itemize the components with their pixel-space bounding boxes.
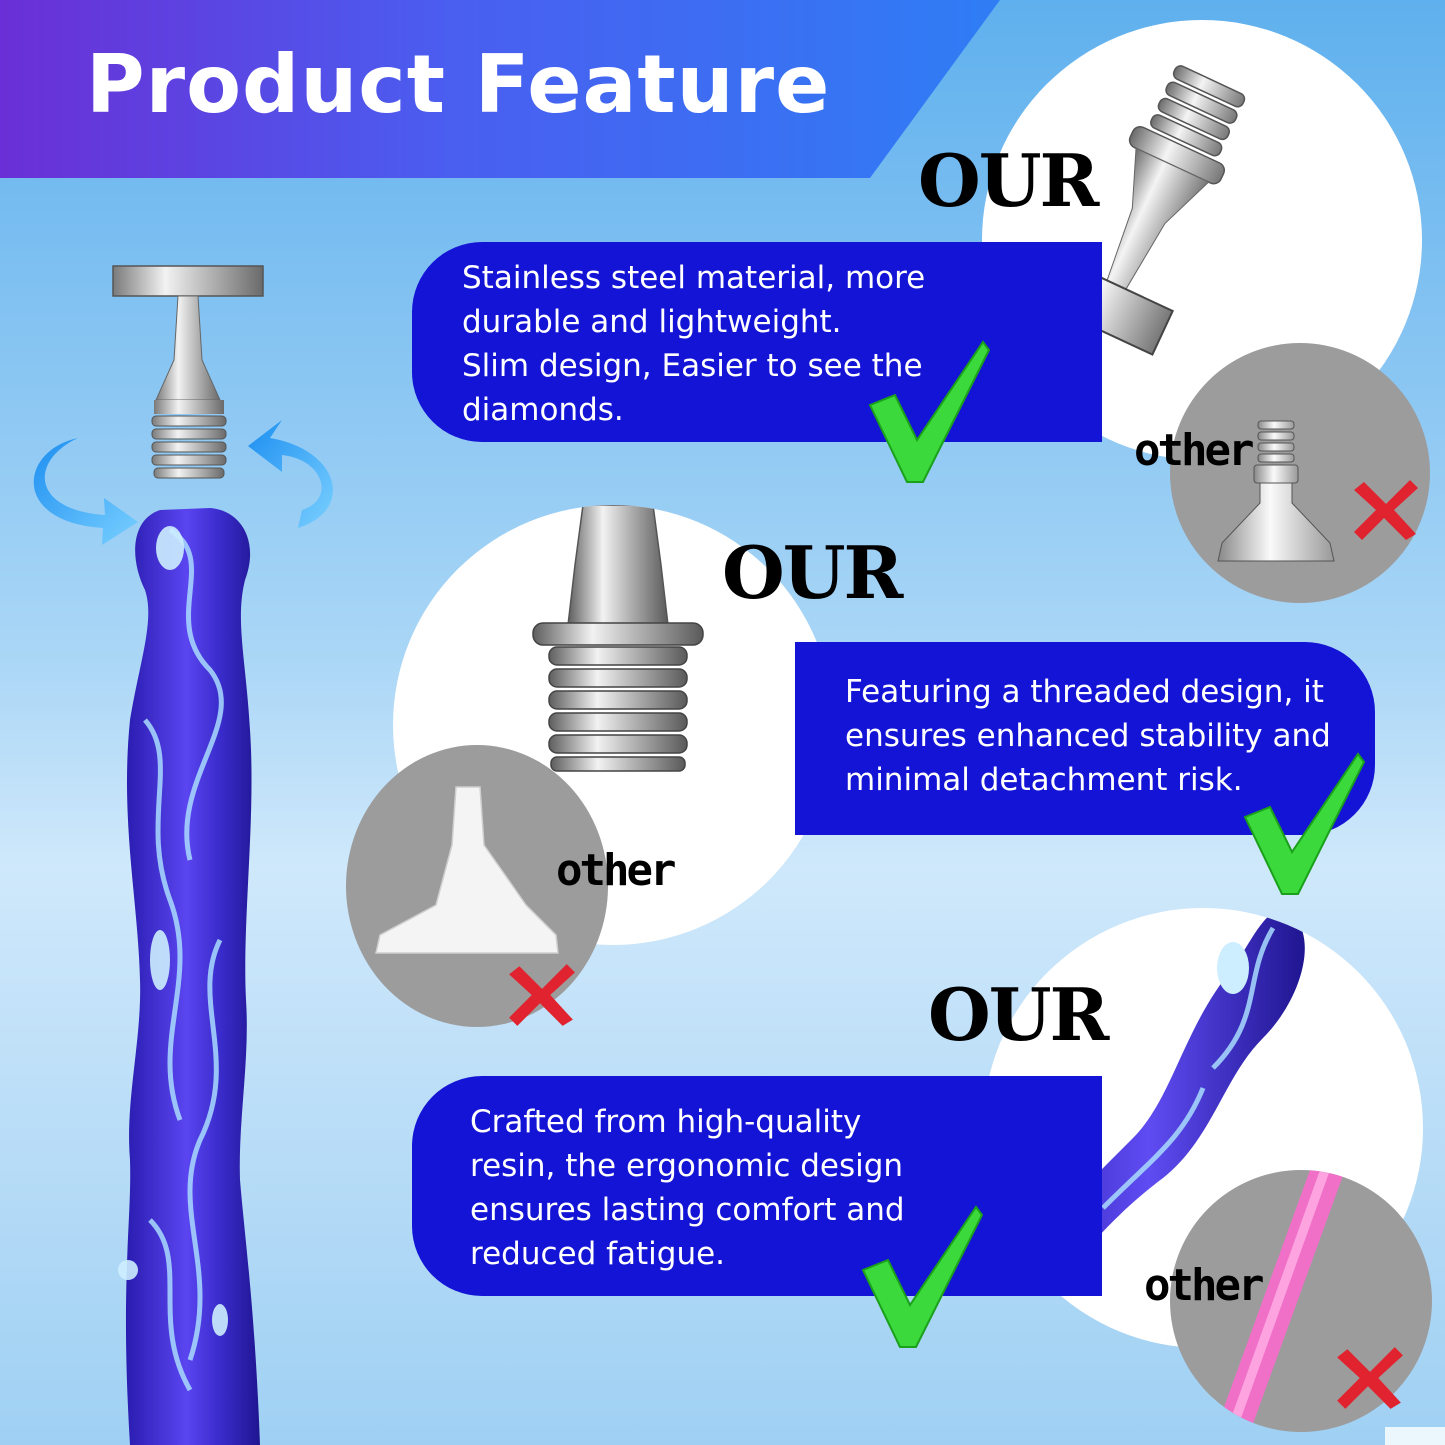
other-handle-circle — [1170, 1170, 1432, 1432]
feature-box-threaded: Featuring a threaded design, it ensures … — [795, 642, 1375, 835]
rotate-arrow-icon — [33, 420, 333, 545]
feature-text-line: durable and lightweight. — [462, 304, 842, 340]
pen-illustration — [20, 260, 360, 1445]
watermark — [1385, 1427, 1445, 1445]
feature-text-line: ensures enhanced stability and — [845, 718, 1331, 754]
other-label: other — [556, 845, 676, 896]
our-label: OUR — [722, 530, 903, 615]
feature-text-line: Stainless steel material, more — [462, 260, 926, 296]
feature-text-line: diamonds. — [462, 392, 624, 428]
diamond-pen-image — [33, 265, 333, 1445]
check-icon — [1243, 752, 1365, 895]
page-title: Product Feature — [86, 38, 831, 131]
feature-text-line: Slim design, Easier to see the — [462, 348, 923, 384]
check-icon — [861, 1205, 983, 1348]
other-label: other — [1144, 1260, 1264, 1311]
feature-text-line: minimal detachment risk. — [845, 762, 1243, 798]
other-label: other — [1134, 425, 1254, 476]
feature-box-stainless: Stainless steel material, more durable a… — [412, 242, 1102, 442]
cross-icon — [1337, 1347, 1403, 1409]
other-tip-image — [1217, 420, 1335, 562]
other-tip-circle — [1170, 343, 1430, 603]
feature-text-line: resin, the ergonomic design — [470, 1148, 904, 1184]
header-banner — [0, 0, 1000, 178]
threaded-connector-image — [532, 505, 704, 772]
feature-text-line: Featuring a threaded design, it — [845, 674, 1324, 710]
feature-text-line: reduced fatigue. — [470, 1236, 726, 1272]
stainless-tip-image — [1038, 65, 1246, 356]
our-label: OUR — [918, 138, 1099, 223]
cross-icon — [1354, 480, 1418, 540]
our-label: OUR — [928, 972, 1109, 1057]
feature-text-line: Crafted from high-quality — [470, 1104, 862, 1140]
plastic-tip-image — [375, 786, 559, 954]
feature-box-resin: Crafted from high-quality resin, the erg… — [412, 1076, 1102, 1296]
pink-handle-image — [1215, 1170, 1345, 1432]
feature-text-line: ensures lasting comfort and — [470, 1192, 905, 1228]
cross-icon — [509, 964, 575, 1026]
check-icon — [868, 340, 990, 483]
